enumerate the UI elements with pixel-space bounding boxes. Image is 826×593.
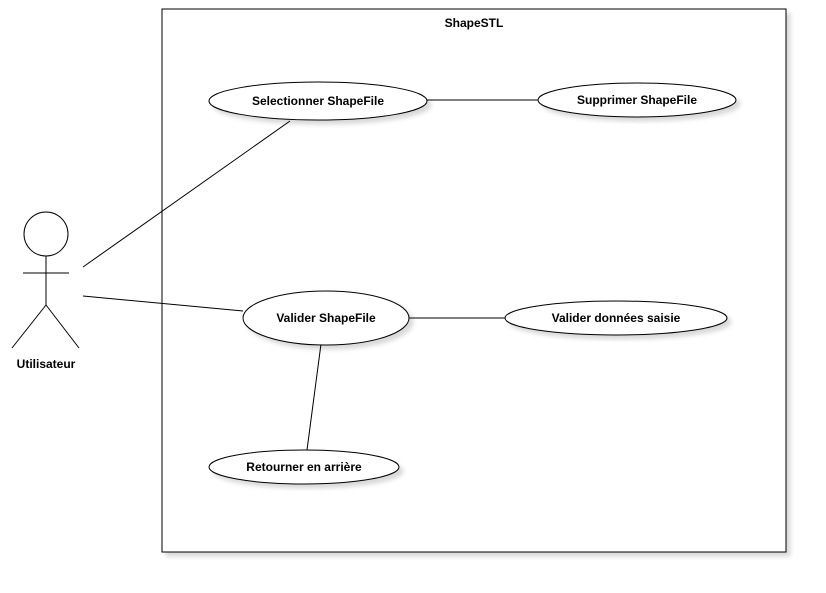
use-case-valider-donnees[interactable]: Valider données saisie [504,300,728,336]
system-title: ShapeSTL [445,16,504,30]
use-case-valider-donnees-label: Valider données saisie [552,311,681,325]
use-case-supprimer-label: Supprimer ShapeFile [577,93,697,107]
actor-left-leg [11,304,47,349]
use-case-selectionner[interactable]: Selectionner ShapeFile [208,81,428,121]
use-case-supprimer[interactable]: Supprimer ShapeFile [537,82,737,118]
actor-utilisateur[interactable] [11,211,80,349]
use-case-retourner[interactable]: Retourner en arrière [208,449,400,485]
use-case-retourner-label: Retourner en arrière [246,460,362,474]
link-valider-retourner [306,343,322,451]
associations [82,99,538,451]
use-case-valider[interactable]: Valider ShapeFile [242,290,410,346]
association-actor-valider [82,295,244,312]
actor-label: Utilisateur [17,357,76,371]
association-actor-selectionner [82,120,291,268]
actor-right-leg [45,304,80,349]
actor-head [23,211,69,257]
use-case-valider-label: Valider ShapeFile [276,311,376,325]
use-case-selectionner-label: Selectionner ShapeFile [252,94,384,108]
